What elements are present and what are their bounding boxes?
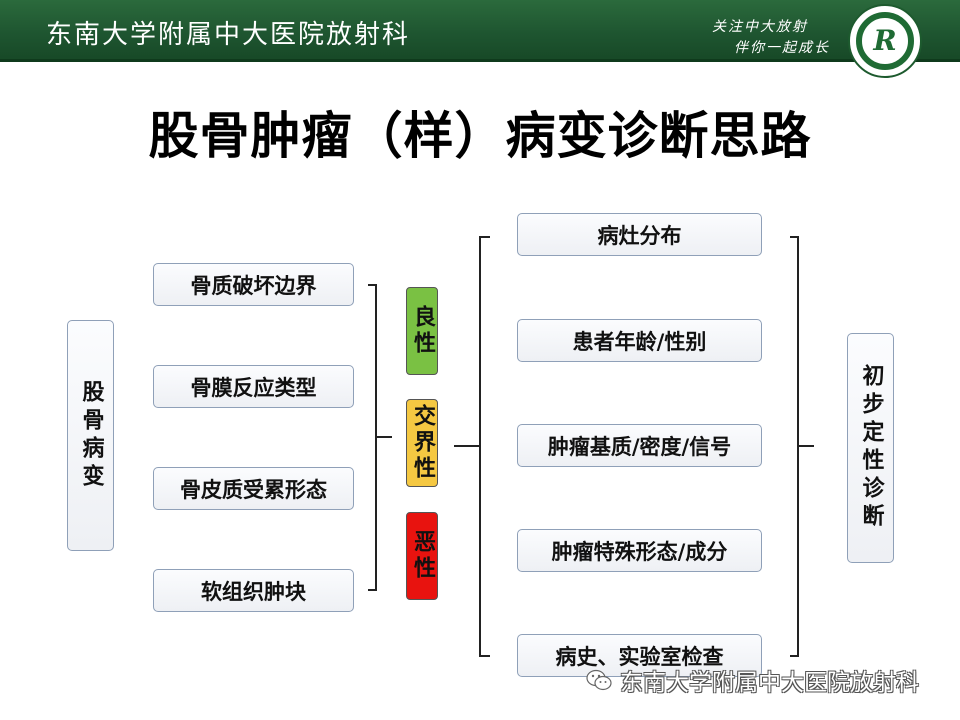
consideration-box-distribution: 病灶分布 [517, 213, 762, 256]
preliminary-diagnosis-box: 初步定性诊断 [847, 333, 894, 563]
tag-benign: 良性 [406, 287, 438, 375]
tag-borderline: 交界性 [406, 399, 438, 487]
considerations-right-bracket [790, 236, 799, 657]
consideration-label: 肿瘤基质/密度/信号 [547, 434, 732, 459]
features-bracket [368, 284, 377, 591]
tag-label: 良性 [410, 305, 435, 357]
feature-box-bone-destruction: 骨质破坏边界 [153, 263, 354, 306]
logo-ring [856, 12, 914, 70]
consideration-label: 病灶分布 [597, 223, 682, 248]
feature-label: 骨皮质受累形态 [180, 477, 327, 502]
feature-label: 骨质破坏边界 [190, 273, 317, 298]
hospital-logo: R [848, 4, 922, 78]
consideration-label: 病史、实验室检查 [555, 644, 724, 669]
watermark-text: 东南大学附属中大医院放射科 [620, 670, 919, 696]
preliminary-diagnosis-label: 初步定性诊断 [858, 364, 884, 532]
feature-box-periosteal: 骨膜反应类型 [153, 365, 354, 408]
tag-label: 恶性 [410, 530, 435, 582]
watermark: 东南大学附属中大医院放射科 [586, 660, 919, 700]
consideration-label: 患者年龄/性别 [572, 329, 707, 354]
feature-label: 骨膜反应类型 [190, 375, 317, 400]
feature-box-cortex: 骨皮质受累形态 [153, 467, 354, 510]
considerations-left-bracket [479, 236, 490, 657]
slogan-line-2: 伴你一起成长 [734, 40, 830, 56]
slogan-line-1: 关注中大放射 [712, 19, 808, 35]
logo-letter: R [873, 24, 897, 57]
femur-lesion-box: 股骨病变 [67, 320, 114, 551]
consideration-label: 肿瘤特殊形态/成分 [551, 539, 728, 564]
consideration-box-morphology: 肿瘤特殊形态/成分 [517, 529, 762, 572]
consideration-box-matrix: 肿瘤基质/密度/信号 [517, 424, 762, 467]
feature-box-soft-tissue: 软组织肿块 [153, 569, 354, 612]
wechat-icon [586, 669, 612, 691]
femur-lesion-label: 股骨病变 [78, 379, 104, 492]
consideration-box-history: 病史、实验室检查 [517, 634, 762, 677]
tag-malignant: 恶性 [406, 512, 438, 600]
header-title: 东南大学附属中大医院放射科 [46, 20, 411, 50]
page-title: 股骨肿瘤（样）病变诊断思路 [148, 107, 812, 165]
consideration-box-age-sex: 患者年龄/性别 [517, 319, 762, 362]
tag-label: 交界性 [410, 404, 435, 482]
header-banner: 东南大学附属中大医院放射科 关注中大放射 伴你一起成长 [0, 0, 960, 62]
feature-label: 软组织肿块 [201, 579, 306, 604]
